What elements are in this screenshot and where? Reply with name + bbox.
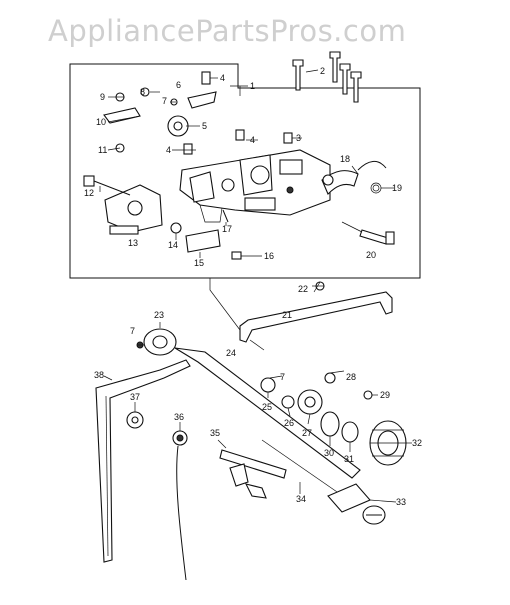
callout-7c: 7 — [280, 372, 285, 382]
callout-10: 10 — [96, 117, 106, 127]
lever-18 — [321, 161, 387, 195]
left-bracket — [104, 184, 163, 235]
callout-8: 8 — [140, 87, 145, 97]
callout-25: 25 — [262, 402, 272, 412]
spring-19 — [370, 182, 382, 194]
screw-20 — [359, 229, 395, 245]
callout-3: 3 — [296, 133, 301, 143]
callout-13: 13 — [128, 238, 138, 248]
callout-4c: 4 — [166, 145, 171, 155]
leader-lines — [99, 69, 412, 503]
callout-23: 23 — [154, 310, 164, 320]
callout-labels: 1 2 3 4 4 4 5 6 7 7 7 8 9 10 11 12 13 14… — [84, 66, 422, 507]
callout-11: 11 — [98, 145, 107, 155]
bolt-12 — [83, 175, 131, 196]
shaft-34 — [174, 347, 361, 495]
callout-4b: 4 — [250, 135, 255, 145]
callout-15: 15 — [194, 258, 204, 268]
callout-4a: 4 — [220, 73, 225, 83]
callout-6: 6 — [176, 80, 181, 90]
upper-small-parts — [103, 71, 293, 155]
grommet-36 — [172, 430, 188, 581]
callout-37: 37 — [130, 392, 140, 402]
callout-17: 17 — [222, 224, 232, 234]
callout-19: 19 — [392, 183, 402, 193]
hub-23 — [136, 328, 177, 356]
callout-38: 38 — [94, 370, 104, 380]
cam-assembly — [260, 372, 373, 443]
knob-32 — [369, 420, 407, 466]
callout-34: 34 — [296, 494, 306, 504]
callout-20: 20 — [366, 250, 376, 260]
callout-33: 33 — [396, 497, 406, 507]
callout-24: 24 — [226, 348, 236, 358]
callout-18: 18 — [340, 154, 350, 164]
callout-7a: 7 — [162, 96, 167, 106]
callout-32: 32 — [412, 438, 422, 448]
callout-14: 14 — [168, 240, 178, 250]
watermark: AppliancePartsPros.com — [48, 14, 407, 48]
callout-5: 5 — [202, 121, 207, 131]
callout-35: 35 — [210, 428, 220, 438]
callout-29: 29 — [380, 390, 390, 400]
callout-9: 9 — [100, 92, 105, 102]
callout-26: 26 — [284, 418, 294, 428]
washer-37 — [126, 411, 144, 429]
callout-7b: 7 — [130, 326, 135, 336]
parts-13-17 — [170, 209, 242, 260]
end-fittings-33 — [327, 483, 386, 525]
callout-27: 27 — [302, 428, 312, 438]
subassembly-box — [69, 63, 421, 279]
bolt-35 — [219, 449, 287, 499]
screws-2 — [292, 51, 362, 103]
callout-28: 28 — [346, 372, 356, 382]
link-rod-21 — [239, 281, 393, 343]
callout-30: 30 — [324, 448, 334, 458]
callout-36: 36 — [174, 412, 184, 422]
main-bracket — [179, 149, 331, 223]
callout-12: 12 — [84, 188, 94, 198]
bracket-38 — [95, 359, 191, 563]
callout-31: 31 — [344, 454, 354, 464]
callout-16: 16 — [264, 251, 274, 261]
callout-21: 21 — [282, 310, 292, 320]
callout-22: 22 — [298, 284, 308, 294]
callout-2: 2 — [320, 66, 325, 76]
callout-1: 1 — [250, 81, 255, 91]
